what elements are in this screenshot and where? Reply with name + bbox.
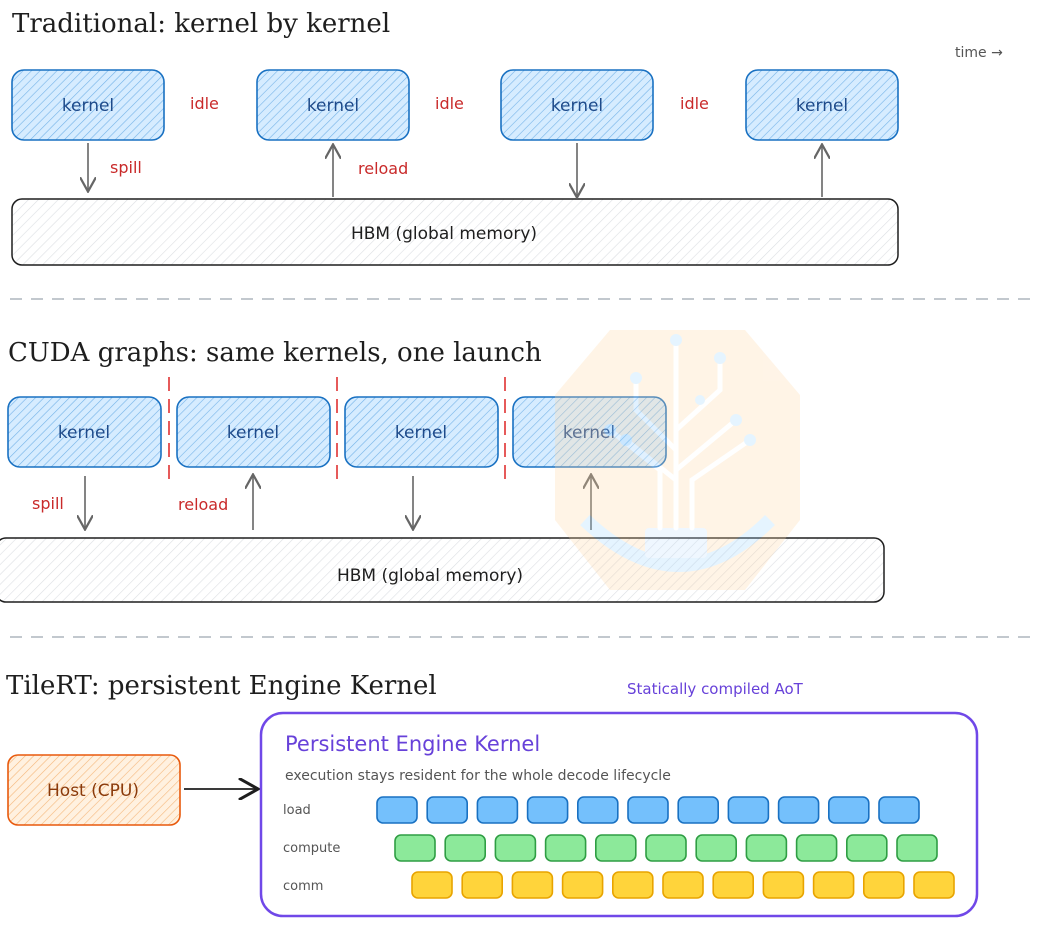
load-block [576,796,619,824]
row-label-compute: compute [283,841,340,856]
traditional-title: Traditional: kernel by kernel [12,9,390,39]
cuda-kernel-2: kernel [176,396,331,468]
spill-label: spill [110,158,142,177]
cuda-kernel-1: kernel [7,396,162,468]
idle-label: idle [680,94,709,113]
circuit-tree-watermark [555,330,800,590]
host-cpu-box: Host (CPU) [7,754,181,826]
pipeline-blocks [376,796,955,899]
load-block [777,796,820,824]
comm-block [662,871,704,899]
comm-block [812,871,855,899]
compute-block [695,834,738,862]
comm-block [611,871,654,899]
compute-block [444,834,487,862]
compute-block [845,834,888,862]
traditional-kernel-4: kernel [745,69,899,141]
comm-block [913,871,955,899]
traditional-section: Traditional: kernel by kernel time → ker… [11,9,1003,266]
compute-block [394,834,436,862]
compute-block [594,834,637,862]
comm-block [712,871,755,899]
comm-block [411,871,453,899]
kernel-label: kernel [395,423,447,443]
tilert-title: TileRT: persistent Engine Kernel [6,671,437,701]
time-axis-label: time → [955,45,1003,61]
load-block [727,796,770,824]
compute-block [544,834,587,862]
load-block [677,796,720,824]
reload-label: reload [178,495,228,514]
row-label-comm: comm [283,879,323,894]
traditional-kernel-3: kernel [500,69,654,141]
compute-block [896,834,938,862]
load-block [526,796,569,824]
kernel-label: kernel [227,423,279,443]
traditional-kernel-1: kernel [11,69,165,141]
hbm-label: HBM (global memory) [337,566,523,586]
load-block [376,796,418,824]
load-block [426,796,469,824]
compute-block [795,834,838,862]
comm-block [561,871,604,899]
load-block [627,796,669,824]
comm-block [762,871,805,899]
idle-label: idle [190,94,219,113]
host-label: Host (CPU) [47,781,139,801]
kernel-label: kernel [796,96,848,116]
cuda-kernel-4: kernel [512,396,667,468]
comm-block [461,871,504,899]
cuda-graphs-section: CUDA graphs: same kernels, one launch ke… [0,338,885,603]
traditional-kernel-2: kernel [256,69,410,141]
kernel-label: kernel [551,96,603,116]
cuda-graphs-title: CUDA graphs: same kernels, one launch [8,338,542,368]
engine-title: Persistent Engine Kernel [285,732,540,756]
spill-label: spill [32,494,64,513]
aot-annotation: Statically compiled AoT [627,680,804,698]
comm-block [511,871,554,899]
row-label-load: load [283,803,311,818]
load-block [476,796,519,824]
hbm-label: HBM (global memory) [351,224,537,244]
engine-kernel-box [259,711,979,918]
compute-block [494,834,537,862]
load-block [878,796,920,824]
comm-block [862,871,905,899]
cuda-kernel-3: kernel [344,396,499,468]
kernel-label: kernel [563,423,615,443]
engine-subtitle: execution stays resident for the whole d… [285,768,671,784]
load-block [827,796,870,824]
reload-label: reload [358,159,408,178]
compute-block [745,834,788,862]
cuda-hbm-box [0,537,885,603]
kernel-label: kernel [62,96,114,116]
kernel-label: kernel [307,96,359,116]
idle-label: idle [435,94,464,113]
kernel-label: kernel [58,423,110,443]
tilert-section: TileRT: persistent Engine Kernel Statica… [6,671,979,918]
compute-block [645,834,687,862]
traditional-hbm-box [11,198,899,266]
